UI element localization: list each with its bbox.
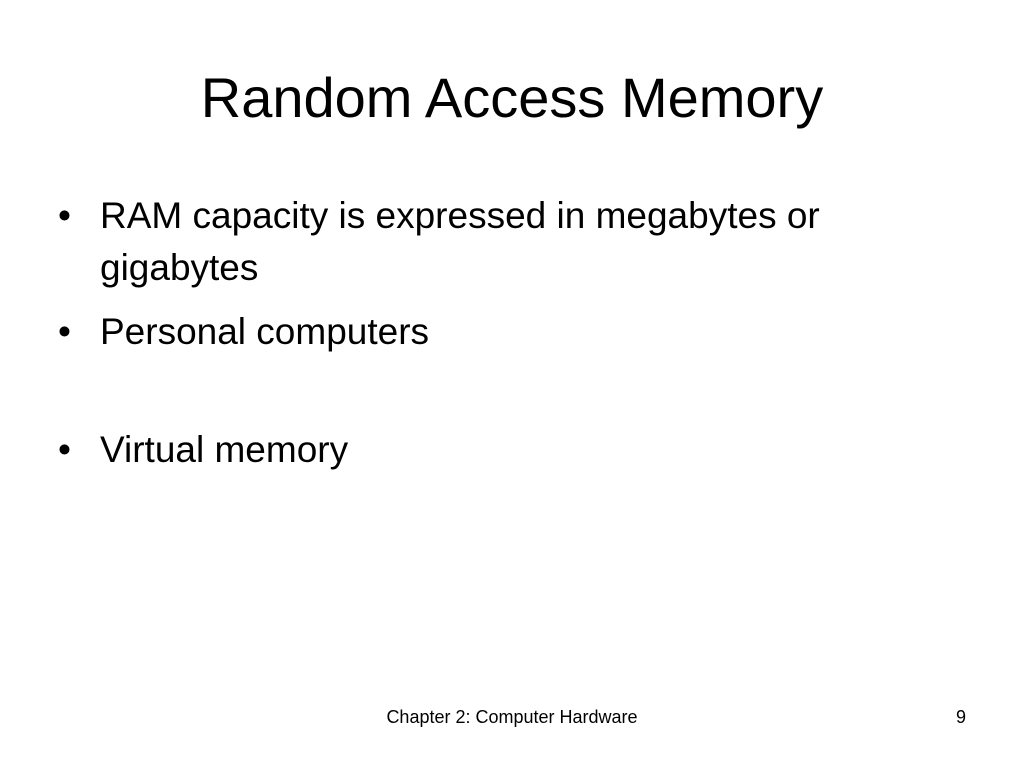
page-number: 9 (955, 707, 966, 727)
bullet-marker: • (58, 311, 71, 352)
bullet-text: RAM capacity is expressed in megabytes o… (100, 195, 820, 288)
bullet-marker: • (58, 195, 71, 236)
bullet-list: • RAM capacity is expressed in megabytes… (58, 190, 958, 476)
bullet-marker: • (58, 429, 71, 470)
bullet-text: Virtual memory (100, 429, 349, 470)
slide-title: Random Access Memory (200, 66, 824, 129)
bullet-item: • Personal computers (58, 306, 958, 358)
bullet-text: Personal computers (100, 311, 430, 352)
bullet-item: • Virtual memory (58, 424, 958, 476)
footer-chapter-title: Chapter 2: Computer Hardware (386, 707, 638, 727)
bullet-item: • RAM capacity is expressed in megabytes… (58, 190, 958, 294)
